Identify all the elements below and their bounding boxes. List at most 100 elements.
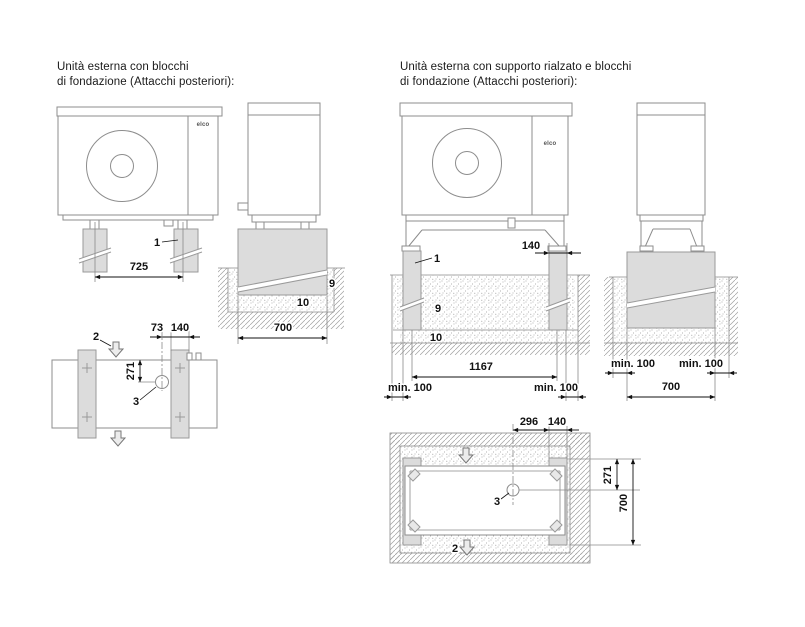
right-title-line2: di fondazione (Attacchi posteriori): [400, 76, 578, 88]
foundation-pillar-left [402, 250, 422, 331]
dimension-label-271: 271 [602, 466, 614, 484]
left-title-line1: Unità esterna con blocchi [57, 61, 189, 73]
dimension-label-1167: 1167 [469, 361, 493, 373]
extension-lines [548, 243, 568, 258]
dimension-label-73: 73 [151, 322, 163, 334]
raised-support-frame [405, 221, 565, 248]
slope-shim-gap [238, 270, 327, 292]
callout-label-3: 3 [133, 396, 139, 408]
pillar-break-mark [546, 298, 570, 311]
unit-top-cap [56, 106, 223, 117]
support-frame-top [404, 465, 566, 536]
callout-label-1: 1 [434, 253, 440, 265]
callout-leader-1 [161, 239, 179, 243]
soil-hatch-bottom [218, 312, 344, 329]
unit-body-side [636, 102, 706, 216]
dimension-label-296: 296 [520, 416, 538, 428]
unit-top-cap [399, 102, 573, 117]
callout-leader-3 [500, 492, 510, 500]
extension-lines [519, 426, 641, 546]
soil-hatch-top [390, 433, 590, 446]
extension-lines [94, 222, 184, 282]
frame-inner-rails [409, 470, 561, 531]
soil-hatch-bottom [390, 553, 590, 563]
condensate-stub [163, 219, 174, 227]
unit-body-side [247, 102, 321, 216]
right-front-view: elco 9 10 1 140 1167 [384, 102, 590, 401]
foundation-strip-left [77, 349, 97, 439]
soil-hatch-bottom [604, 343, 738, 356]
rear-connection-stub [195, 352, 202, 361]
unit-foot-left [89, 219, 100, 230]
dimension-label-271: 271 [125, 362, 137, 380]
extension-lines [391, 330, 579, 401]
callout-label-2: 2 [452, 543, 458, 555]
airflow-arrow-icon [109, 430, 127, 447]
left-side-view: 9 10 700 [218, 102, 345, 344]
block-break-mark [170, 248, 202, 263]
extension-lines [612, 328, 730, 401]
callout-label-10: 10 [297, 297, 309, 309]
callout-leader-2 [99, 339, 112, 347]
right-top-view: 296 140 271 700 2 3 [389, 415, 641, 564]
unit-body [57, 115, 219, 216]
left-front-view: elco 725 1 [56, 106, 223, 282]
rear-connection-stub [186, 352, 193, 361]
unit-base-side [639, 214, 704, 222]
fan-hub [110, 154, 134, 178]
callout-label-3: 3 [494, 496, 500, 508]
soil-hatch-left [218, 268, 228, 312]
pit-inner-boundary [399, 445, 571, 554]
fan-hub [455, 151, 479, 175]
dimension-label-700: 700 [662, 381, 680, 393]
slope-shim-lines [626, 286, 716, 309]
right-title-line1: Unità esterna con supporto rialzato e bl… [400, 61, 632, 73]
soil-hatch-right [334, 268, 344, 312]
right-diagram-title: Unità esterna con supporto rialzato e bl… [400, 60, 631, 90]
dimension-label-700: 700 [618, 494, 630, 512]
dimension-label-140: 140 [548, 416, 566, 428]
dimension-label-140: 140 [171, 322, 189, 334]
ground-lines [218, 267, 345, 313]
support-foot [639, 245, 654, 252]
left-title-line2: di fondazione (Attacchi posteriori): [57, 76, 235, 88]
callout-leader-3 [139, 386, 157, 401]
unit-base-plate [62, 214, 214, 221]
pillar-break-lines [545, 297, 571, 312]
support-foot-left [401, 245, 421, 252]
dimension-label-700: 700 [274, 322, 292, 334]
unit-foot [255, 221, 265, 230]
airflow-arrow-icon [458, 539, 476, 556]
corner-gusset [407, 519, 421, 533]
extension-lines [411, 330, 558, 381]
soil-hatch-left [390, 433, 400, 563]
callout-label-10: 10 [430, 332, 442, 344]
support-foot [690, 245, 705, 252]
callout-label-9: 9 [329, 278, 335, 290]
soil-hatch-right [729, 277, 738, 343]
brand-logo: elco [197, 122, 210, 128]
soil-hatch-right [570, 433, 590, 563]
rear-pipe-stub [237, 202, 249, 211]
dimension-label-140: 140 [522, 240, 540, 252]
left-diagram-title: Unità esterna con blocchi di fondazione … [57, 60, 234, 90]
pillar-break-lines [399, 297, 425, 312]
condensate-stub [507, 217, 516, 229]
airflow-arrow-icon [107, 341, 125, 358]
unit-base-plate [405, 214, 565, 222]
unit-body [401, 115, 569, 216]
fan-grille-outer [86, 130, 158, 202]
raised-support-frame [640, 221, 703, 248]
corner-gusset [549, 468, 563, 482]
airflow-arrow-icon [457, 447, 475, 464]
unit-base-side [251, 214, 317, 223]
support-foot-right [547, 245, 567, 252]
corner-gusset [407, 468, 421, 482]
dimension-label-min100-right: min. 100 [679, 358, 723, 370]
soil-hatch-bottom [392, 343, 590, 355]
foundation-strip-right [170, 349, 190, 439]
slope-shim-lines [237, 269, 328, 293]
left-top-view: 73 140 271 2 3 [51, 321, 218, 447]
